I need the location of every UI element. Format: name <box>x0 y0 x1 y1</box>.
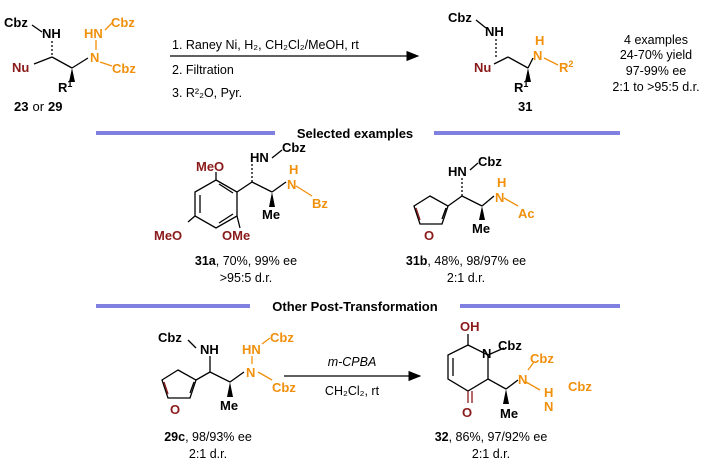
furan-o-label: O <box>424 228 434 243</box>
cbz-label: Cbz <box>270 330 294 345</box>
starting-material-29c: O Cbz NH HN Cbz N Cbz Me 29c, 98/93% ee … <box>158 330 296 461</box>
example-31a-data: 31a, 70%, 99% ee <box>195 254 297 268</box>
example-31a-dr: >95:5 d.r. <box>220 271 272 285</box>
example-31b-dr: 2:1 d.r. <box>447 271 485 285</box>
cbz-label: Cbz <box>568 379 592 394</box>
cbz-label: Cbz <box>282 140 306 155</box>
cbz-label: Cbz <box>498 338 522 353</box>
me-label: Me <box>500 406 518 421</box>
r1-label: R1 <box>514 79 528 95</box>
condition-step-2: 2. Filtration <box>172 63 234 77</box>
reagent-solvent: CH₂Cl₂, rt <box>325 384 380 398</box>
summary-ee: 97-99% ee <box>626 64 687 78</box>
n-label: N <box>90 50 99 65</box>
n-label: N <box>495 190 504 205</box>
example-31b-data: 31b, 48%, 98/97% ee <box>406 254 526 268</box>
compound-32-dr: 2:1 d.r. <box>472 447 510 461</box>
section-title-selected-examples: Selected examples <box>297 126 413 141</box>
example-31a: MeO MeO OMe HN Cbz H N Bz Me 31a, 70%, 9… <box>154 140 328 285</box>
section-title-other-post-transformation: Other Post-Transformation <box>272 299 437 314</box>
carbonyl-o-label: O <box>462 405 472 420</box>
n-label: N <box>482 346 491 361</box>
condition-step-3: 3. R²₂O, Pyr. <box>172 86 242 100</box>
hn-label: HN <box>84 26 103 41</box>
product-31: Cbz NH H N R2 Nu R1 31 <box>448 10 573 114</box>
bz-label: Bz <box>312 196 328 211</box>
meo-label: MeO <box>196 159 224 174</box>
nh-label: NH <box>42 26 61 41</box>
cbz-label: Cbz <box>448 10 472 25</box>
example-31b: O HN Cbz H N Ac Me 31b, 48%, 98/97% ee 2… <box>406 154 535 285</box>
cbz-label: Cbz <box>272 380 296 395</box>
nu-label: Nu <box>474 60 491 75</box>
r1-label: R1 <box>58 79 72 95</box>
ac-label: Ac <box>518 206 535 221</box>
compound-29c-dr: 2:1 d.r. <box>189 447 227 461</box>
cbz-label: Cbz <box>478 154 502 169</box>
nh-label: NH <box>200 342 219 357</box>
cbz-label: Cbz <box>4 15 28 30</box>
n-label: N <box>533 48 542 63</box>
h-label: H <box>535 33 544 48</box>
ome-label: OMe <box>222 228 250 243</box>
hn-label: HN <box>242 342 261 357</box>
h-label: H <box>289 162 298 177</box>
cbz-label: Cbz <box>530 351 554 366</box>
oh-label: OH <box>460 319 480 334</box>
me-label: Me <box>472 221 490 236</box>
reaction-summary: 4 examples 24-70% yield 97-99% ee 2:1 to… <box>612 33 699 94</box>
summary-yield: 24-70% yield <box>620 48 692 62</box>
hn-label: HN <box>250 150 269 165</box>
summary-examples: 4 examples <box>624 33 688 47</box>
meo-label: MeO <box>154 228 182 243</box>
me-label: Me <box>262 207 280 222</box>
condition-step-1: 1. Raney Ni, H₂, CH₂Cl₂/MeOH, rt <box>172 38 359 52</box>
h-label: H <box>497 175 506 190</box>
cbz-label: Cbz <box>112 61 136 76</box>
me-label: Me <box>220 398 238 413</box>
cbz-label: Cbz <box>158 330 182 345</box>
furan-o-label: O <box>170 402 180 417</box>
n-label: N <box>518 372 527 387</box>
nu-label: Nu <box>12 60 29 75</box>
n-label: N <box>246 365 255 380</box>
n-label: N <box>287 177 296 192</box>
compound-32-data: 32, 86%, 97/92% ee <box>435 430 548 444</box>
cbz-label: Cbz <box>111 15 135 30</box>
compound-number-31: 31 <box>518 99 532 114</box>
n-label: N <box>544 399 553 414</box>
r2-label: R2 <box>559 59 573 75</box>
reagent-mcpba: m-CPBA <box>328 355 377 369</box>
nh-label: NH <box>485 24 504 39</box>
compound-29c-data: 29c, 98/93% ee <box>164 430 252 444</box>
h-label: H <box>544 385 553 400</box>
hn-label: HN <box>448 164 467 179</box>
summary-dr: 2:1 to >95:5 d.r. <box>612 80 699 94</box>
product-32: OH N Cbz O N Cbz H N Cbz Me 32, 86%, 97/… <box>435 319 593 461</box>
